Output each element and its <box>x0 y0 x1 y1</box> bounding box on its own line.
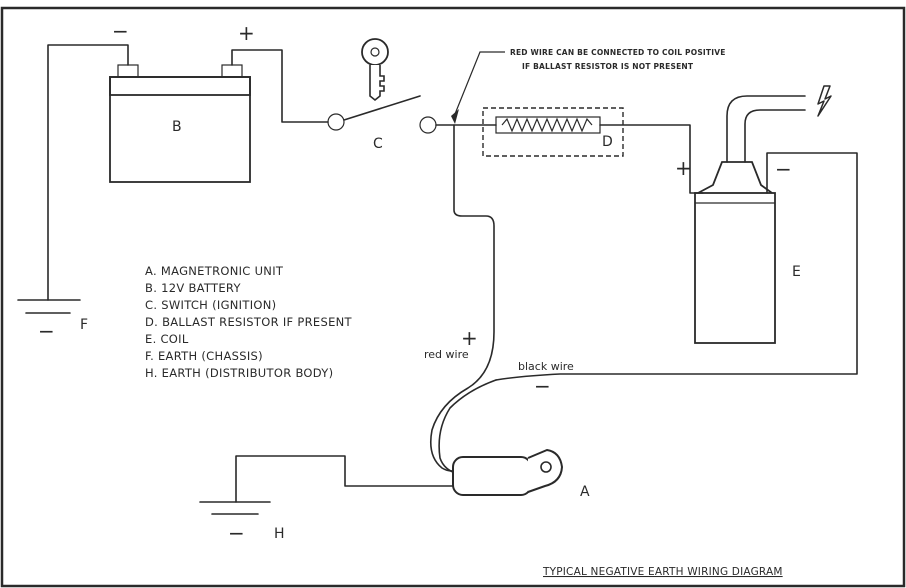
diagram-frame <box>0 6 906 588</box>
red-wire-label: red wire <box>424 348 469 361</box>
coil: E + − <box>675 156 801 344</box>
legend-item: F. EARTH (CHASSIS) <box>145 349 263 363</box>
distributor-earth-symbol: − H <box>199 501 285 545</box>
black-wire-label: black wire <box>518 360 574 373</box>
unit-label: A <box>580 484 590 500</box>
switch-label: C <box>373 136 383 152</box>
key-icon <box>361 38 389 102</box>
black-wire-negative-sign: − <box>534 374 551 398</box>
battery-label: B <box>172 119 182 135</box>
lightning-icon <box>817 85 832 117</box>
red-wire-positive-sign: + <box>461 326 478 350</box>
ht-lead <box>726 95 806 163</box>
note-line-1: RED WIRE CAN BE CONNECTED TO COIL POSITI… <box>510 48 726 57</box>
unit-earth-wire <box>235 455 454 503</box>
coil-label: E <box>792 264 801 280</box>
ignition-switch: C <box>327 95 437 152</box>
battery-positive-wire <box>231 49 329 123</box>
black-wire <box>438 379 497 475</box>
note-line-2: IF BALLAST RESISTOR IS NOT PRESENT <box>522 62 694 71</box>
diagram-caption: TYPICAL NEGATIVE EARTH WIRING DIAGRAM <box>542 566 783 578</box>
battery-positive-sign: + <box>238 21 255 45</box>
magnetronic-unit: A <box>452 448 590 500</box>
battery: B − + <box>109 19 255 183</box>
coil-positive-sign: + <box>675 156 692 180</box>
earth-h-label: H <box>274 526 285 542</box>
ht-lead-inner <box>744 109 806 163</box>
earth-f-sign: − <box>38 319 55 343</box>
legend: A. MAGNETRONIC UNIT B. 12V BATTERY C. SW… <box>145 264 353 380</box>
red-wire-note: RED WIRE CAN BE CONNECTED TO COIL POSITI… <box>451 48 726 124</box>
red-wire <box>429 124 495 472</box>
legend-item: C. SWITCH (IGNITION) <box>145 298 276 312</box>
chassis-earth-symbol: − F <box>17 299 88 343</box>
ballast-resistor: D <box>482 107 624 157</box>
battery-earth-wire <box>47 44 129 301</box>
legend-item: E. COIL <box>145 332 189 346</box>
legend-item: H. EARTH (DISTRIBUTOR BODY) <box>145 366 333 380</box>
earth-f-label: F <box>80 317 88 333</box>
battery-negative-sign: − <box>112 19 129 43</box>
legend-item: A. MAGNETRONIC UNIT <box>145 264 284 278</box>
legend-item: B. 12V BATTERY <box>145 281 241 295</box>
earth-h-sign: − <box>228 521 245 545</box>
coil-negative-sign: − <box>775 157 792 181</box>
legend-item: D. BALLAST RESISTOR IF PRESENT <box>145 315 353 329</box>
coil-negative-wire <box>495 152 858 381</box>
resistor-label: D <box>602 134 613 150</box>
